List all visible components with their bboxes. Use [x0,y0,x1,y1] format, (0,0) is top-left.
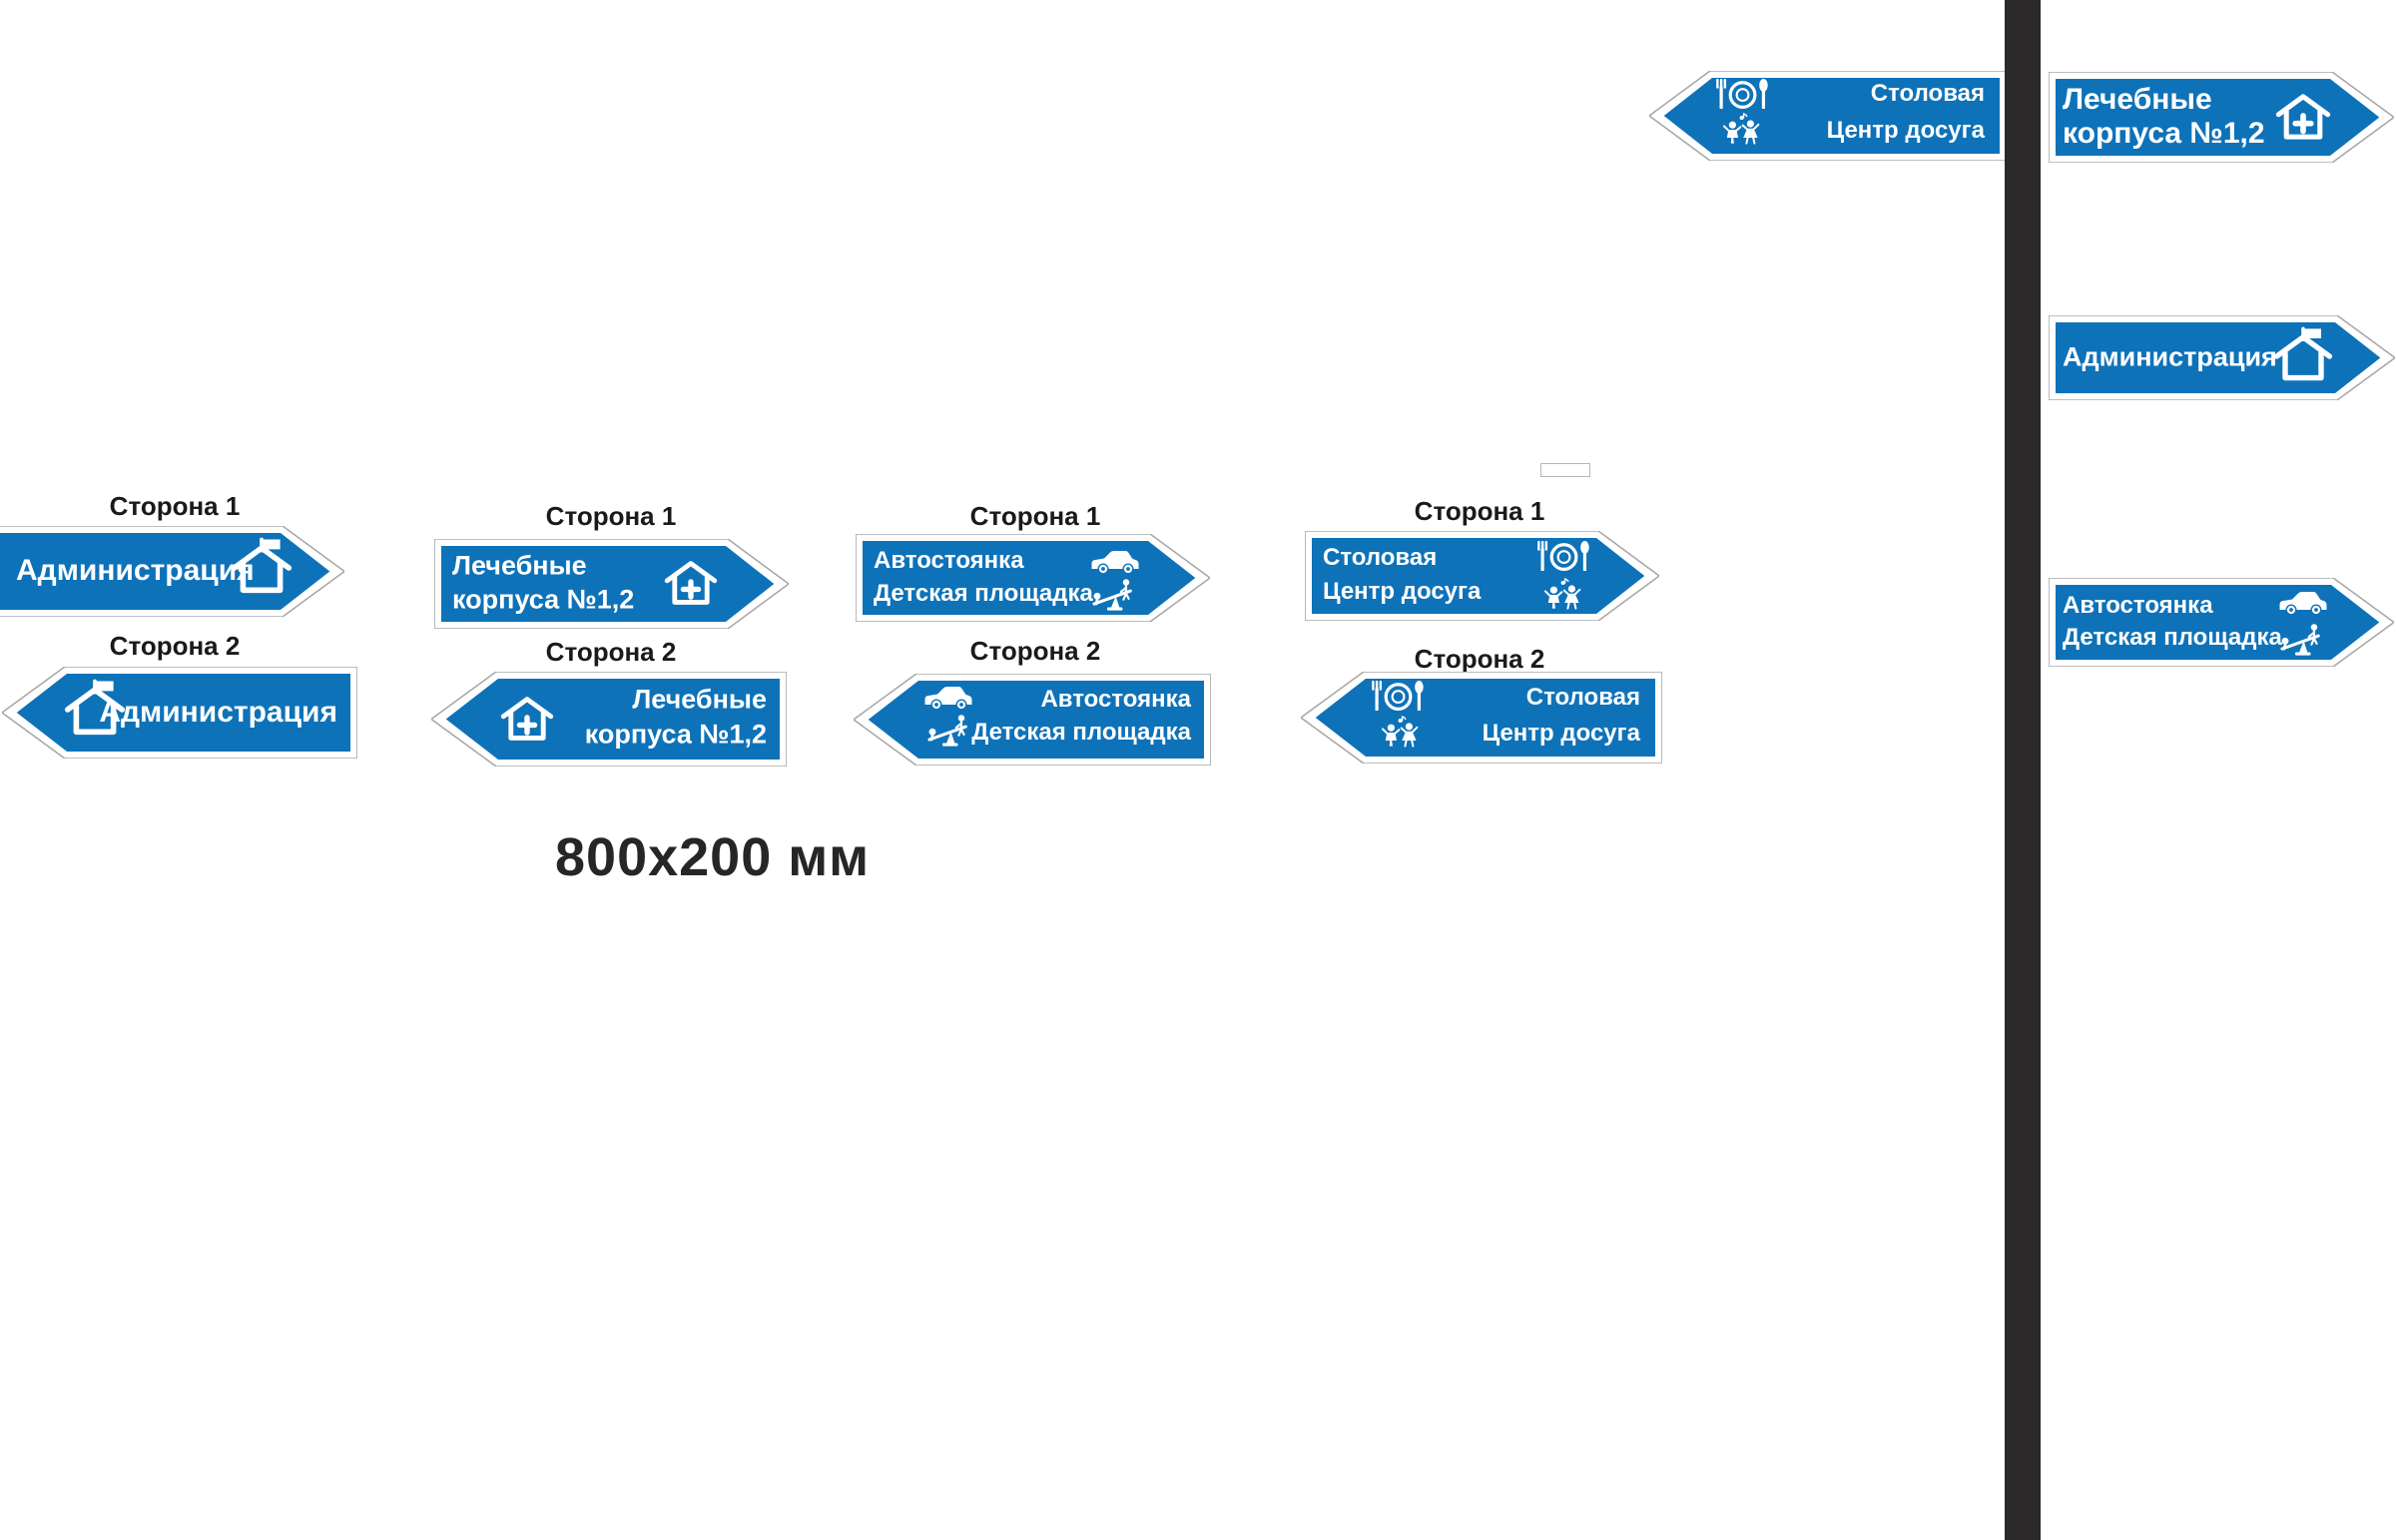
medical-house-icon [664,556,718,610]
sign-line: Центр досуга [1826,117,1985,144]
flag-house-icon [231,537,293,599]
side-label: Сторона 1 [109,491,241,521]
sign-arrow-shape [1305,531,1659,621]
side-label: Сторона 2 [969,636,1101,666]
side-label: Сторона 1 [1414,496,1545,526]
sign-line: Столовая [1525,684,1640,711]
side-label: Сторона 1 [545,501,677,531]
sign-line: Администрация [16,554,255,587]
dancing-kids-icon [1543,578,1583,612]
sign-line: Автостоянка [874,547,1024,574]
flag-house-icon [2273,326,2333,386]
sign-line: Детская площадка [971,719,1191,746]
seesaw-icon [1091,579,1135,611]
dining-icon [1714,79,1770,109]
sign-line: Автостоянка [2063,592,2213,619]
sign-line: Лечебные [2063,83,2212,116]
seesaw-icon [2279,624,2323,656]
sign-line: Лечебные [452,550,587,581]
side-label: Сторона 1 [969,501,1101,531]
car-icon [2278,587,2328,617]
dining-icon [1535,541,1591,571]
pole [2005,0,2041,1540]
sign-line: Столовая [1323,544,1438,571]
sign-line: корпуса №1,2 [584,719,767,750]
sign-line: Центр досуга [1323,578,1482,605]
sign-line: Автостоянка [1040,686,1191,713]
car-icon [1090,546,1140,576]
sign-line: Детская площадка [874,580,1093,607]
marker-box [1540,463,1590,477]
medical-house-icon [500,692,554,746]
dining-icon [1370,681,1426,711]
car-icon [923,682,973,712]
sign-line: корпуса №1,2 [2063,117,2265,150]
sign-medical-buildings-side2: Лечебные корпуса №1,2 [431,672,787,767]
sign-administration-side2: Администрация [2,667,357,759]
side-label: Сторона 2 [545,637,677,667]
sign-administration-side1: Администрация [0,526,344,617]
sign-line: Администрация [99,696,337,729]
size-label: 800x200 мм [555,827,871,887]
medical-house-icon [2275,89,2331,145]
dancing-kids-icon [1722,113,1762,147]
sign-line: Столовая [1870,80,1985,107]
sign-line: Администрация [2063,341,2277,372]
sign-line: Центр досуга [1482,720,1640,747]
seesaw-icon [926,715,970,747]
sign-line: Лечебные [632,684,767,715]
side-label: Сторона 2 [109,631,241,661]
dancing-kids-icon [1381,716,1421,750]
sign-line: Детская площадка [2063,624,2282,651]
side-label: Сторона 2 [1414,644,1545,674]
sign-administration-pole: Администрация [2049,315,2395,400]
flag-house-icon [64,679,126,741]
sign-line: корпуса №1,2 [452,584,635,615]
